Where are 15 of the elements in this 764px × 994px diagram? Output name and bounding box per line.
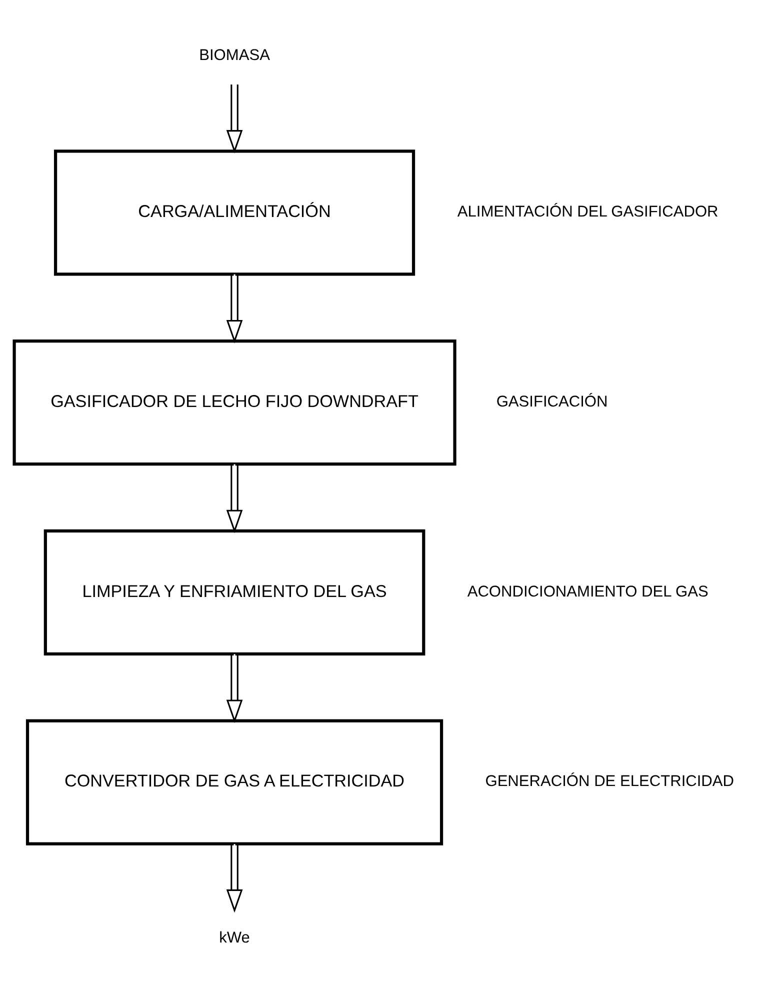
arrow [226,84,243,153]
node-text: BIOMASA [199,46,270,64]
arrow [226,844,243,912]
node-box: LIMPIEZA Y ENFRIAMIENTO DEL GAS [44,528,426,655]
node-label: ACONDICIONAMIENTO DEL GAS [467,582,708,600]
node-label: ALIMENTACIÓN DEL GASIFICADOR [457,203,718,220]
node-box: CONVERTIDOR DE GAS A ELECTRICIDAD [26,718,444,845]
node-box: GASIFICADOR DE LECHO FIJO DOWNDRAFT [12,339,456,466]
node-text: kWe [219,929,250,946]
arrow [226,274,243,343]
node-label: GASIFICACIÓN [496,392,608,410]
arrow [226,464,243,533]
node-box: CARGA/ALIMENTACIÓN [54,149,416,276]
arrow [226,654,243,723]
node-label: GENERACIÓN DE ELECTRICIDAD [485,772,734,790]
